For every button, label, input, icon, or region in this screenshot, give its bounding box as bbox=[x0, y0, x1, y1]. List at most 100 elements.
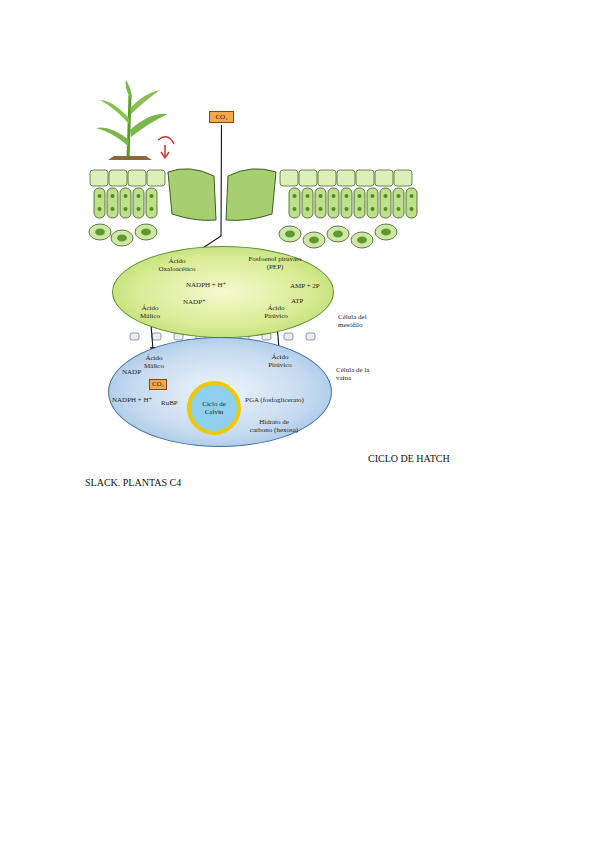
epidermis-cell bbox=[299, 170, 317, 186]
chloroplast bbox=[111, 207, 115, 211]
mesophyll-cell bbox=[327, 226, 349, 242]
plasmodesma bbox=[306, 333, 315, 340]
chloroplast bbox=[358, 194, 362, 198]
compound-node: Ácido Oxaloacético bbox=[153, 257, 201, 273]
compound-node: Ácido Pirúvico bbox=[263, 353, 297, 369]
chloroplast bbox=[332, 194, 336, 198]
epidermis-cell bbox=[337, 170, 355, 186]
chloroplast bbox=[319, 194, 323, 198]
cell-label: Célula del mesófilo bbox=[338, 313, 384, 329]
cell-label: Célula de la vaina bbox=[336, 366, 382, 382]
palisade-cell bbox=[354, 188, 365, 218]
epidermis-cell bbox=[109, 170, 127, 186]
palisade-cell bbox=[94, 188, 105, 218]
palisade-cell bbox=[302, 188, 313, 218]
chloroplast bbox=[306, 207, 310, 211]
cofactor-label: AMP + 2P bbox=[290, 282, 320, 290]
chloroplast bbox=[98, 194, 102, 198]
chloroplast bbox=[410, 207, 414, 211]
cofactor-label: NADPH + H⁺ bbox=[186, 281, 226, 289]
palisade-cell bbox=[367, 188, 378, 218]
bundle-sheath-cell: Célula de la vainaÁcido MálicoÁcido Pirú… bbox=[108, 337, 332, 447]
chloroplast bbox=[397, 207, 401, 211]
mesophyll-cell bbox=[135, 224, 157, 240]
palisade-cell bbox=[315, 188, 326, 218]
plant-illustration bbox=[96, 80, 174, 160]
chloroplast bbox=[150, 194, 154, 198]
mesophyll-cell bbox=[279, 226, 301, 242]
chloroplast bbox=[371, 207, 375, 211]
node-text: Ciclo de Calvin bbox=[197, 400, 231, 416]
chloroplast bbox=[124, 194, 128, 198]
node-text: Ácido Málico bbox=[139, 354, 169, 370]
chloroplast bbox=[381, 229, 391, 236]
palisade-cell bbox=[393, 188, 404, 218]
chloroplast bbox=[397, 194, 401, 198]
compound-node: Fosfoenol piruvato (PEP) bbox=[244, 255, 306, 271]
epidermis-cell bbox=[128, 170, 146, 186]
chloroplast bbox=[111, 194, 115, 198]
plasmodesma bbox=[284, 333, 293, 340]
chloroplast bbox=[141, 229, 151, 236]
node-text: Fosfoenol piruvato (PEP) bbox=[244, 255, 306, 271]
compound-node: PGA (fosfoglicerato) bbox=[245, 396, 304, 404]
mesophyll-cell bbox=[111, 230, 133, 246]
plasmodesma bbox=[152, 333, 161, 340]
chloroplast bbox=[319, 207, 323, 211]
node-text: CO₂ bbox=[152, 380, 164, 388]
compound-node: RuBP bbox=[161, 399, 178, 407]
chloroplast bbox=[285, 231, 295, 238]
cofactor-label: NADP⁺ bbox=[183, 298, 206, 306]
chloroplast bbox=[358, 207, 362, 211]
mesophyll-cell: Célula del mesófiloÁcido OxaloacéticoFos… bbox=[112, 246, 334, 338]
palisade-cell bbox=[107, 188, 118, 218]
chloroplast bbox=[293, 207, 297, 211]
node-text: Ácido Pirúvico bbox=[259, 304, 293, 320]
mesophyll-cell bbox=[89, 224, 111, 240]
compound-node: Ácido Málico bbox=[139, 354, 169, 370]
chloroplast bbox=[293, 194, 297, 198]
epidermis-cell bbox=[375, 170, 393, 186]
chloroplast bbox=[150, 207, 154, 211]
chloroplast bbox=[309, 237, 319, 244]
node-text: CO₂ bbox=[215, 113, 227, 121]
palisade-cell bbox=[341, 188, 352, 218]
epidermis-cell bbox=[394, 170, 412, 186]
chloroplast bbox=[117, 235, 127, 242]
cofactor-label: ATP bbox=[291, 297, 303, 305]
palisade-cell bbox=[380, 188, 391, 218]
chloroplast bbox=[124, 207, 128, 211]
epidermis-cell bbox=[147, 170, 165, 186]
mesophyll-cell bbox=[351, 232, 373, 248]
chloroplast bbox=[333, 231, 343, 238]
mesophyll-cell bbox=[375, 224, 397, 240]
caption: CICLO DE HATCH SLACK. PLANTAS C4 bbox=[85, 447, 485, 495]
chloroplast bbox=[384, 194, 388, 198]
co2-box: CO₂ bbox=[149, 379, 167, 390]
chloroplast bbox=[384, 207, 388, 211]
epidermis-cell bbox=[356, 170, 374, 186]
palisade-cell bbox=[120, 188, 131, 218]
compound-node: Ácido Málico bbox=[135, 304, 165, 320]
epidermis-cell bbox=[90, 170, 108, 186]
co2-box: CO₂ bbox=[209, 111, 234, 123]
chloroplast bbox=[137, 207, 141, 211]
flow-arrow bbox=[192, 125, 221, 255]
chloroplast bbox=[345, 194, 349, 198]
chloroplast bbox=[98, 207, 102, 211]
calvin-cycle-circle: Ciclo de Calvin bbox=[187, 381, 241, 435]
palisade-cell bbox=[328, 188, 339, 218]
epidermis-cell bbox=[280, 170, 298, 186]
mesophyll-cell bbox=[303, 232, 325, 248]
palisade-cell bbox=[289, 188, 300, 218]
chloroplast bbox=[306, 194, 310, 198]
chloroplast bbox=[371, 194, 375, 198]
epidermis-cell bbox=[318, 170, 336, 186]
cofactor-label: NADPH + H⁺ bbox=[112, 396, 152, 404]
node-text: PGA (fosfoglicerato) bbox=[245, 396, 304, 404]
node-text: Ácido Málico bbox=[135, 304, 165, 320]
chloroplast bbox=[345, 207, 349, 211]
node-text: Ácido Pirúvico bbox=[263, 353, 297, 369]
chloroplast bbox=[410, 194, 414, 198]
stoma bbox=[168, 169, 276, 221]
